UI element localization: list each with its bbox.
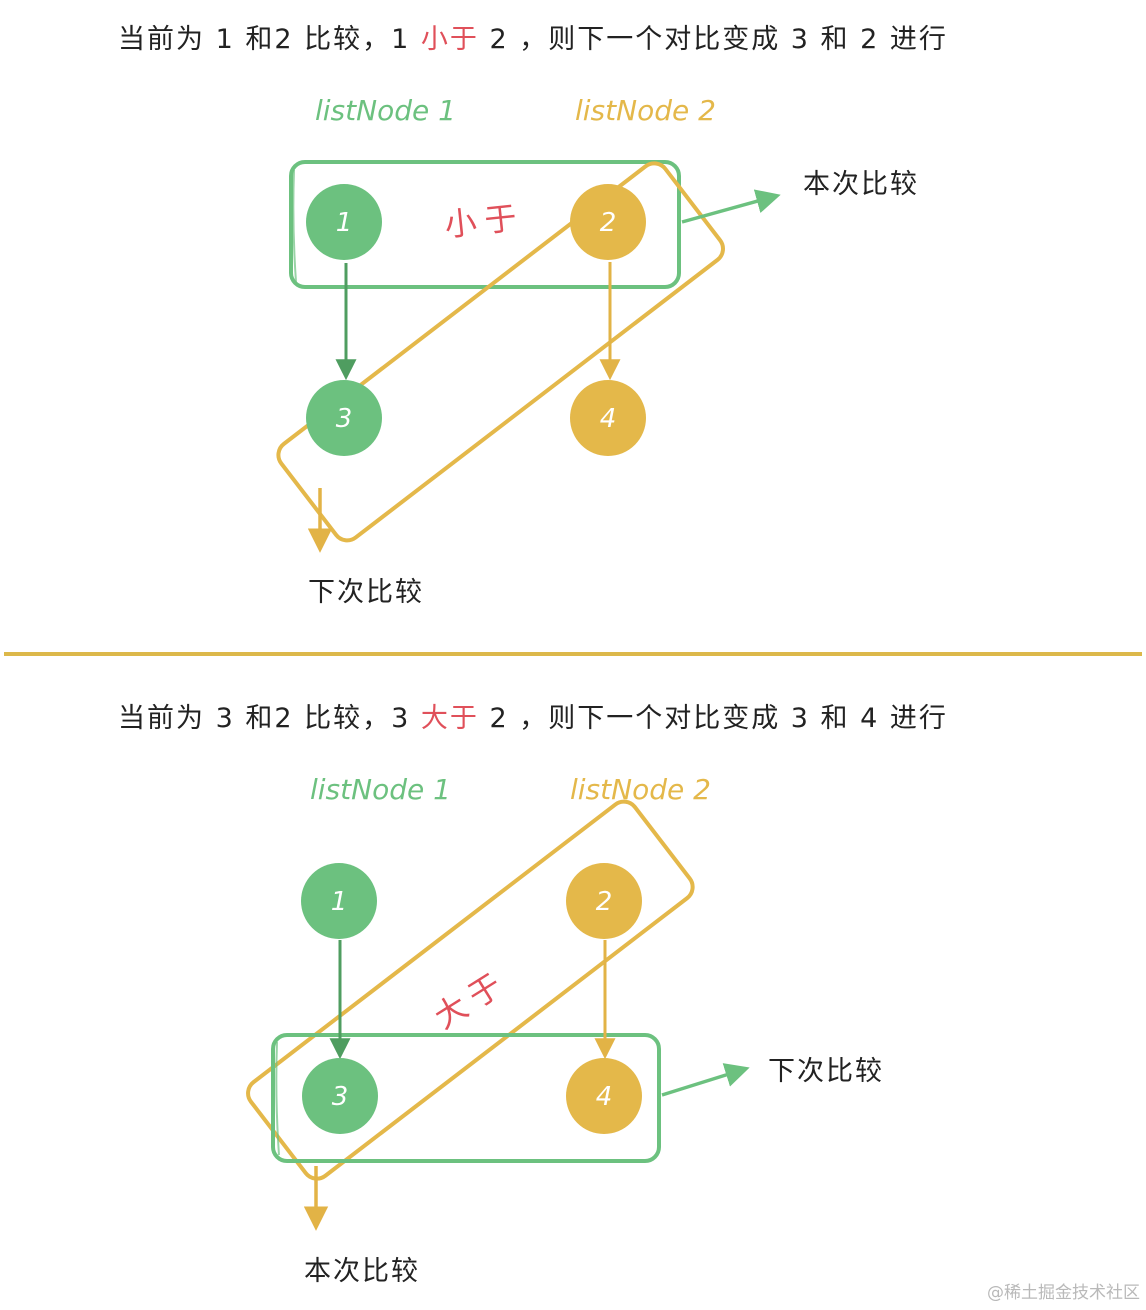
panel2-next-pointer [661, 1063, 750, 1097]
panel2-node-4: 4 [566, 1058, 642, 1134]
panel1-current-label: 本次比较 [803, 169, 919, 200]
svg-text:4: 4 [600, 404, 617, 434]
panel2-node-2: 2 [566, 863, 642, 939]
watermark: @稀土掘金技术社区 [987, 1283, 1140, 1303]
panel2-list2-label: listNode 2 [570, 773, 711, 806]
panel-1: 当前为 1 和2 比较，1 小于 2 ，则下一个对比变成 3 和 2 进行 li… [118, 24, 948, 608]
panel2-relation-label: 大于 [427, 962, 515, 1037]
panel1-node-1: 1 [306, 184, 382, 260]
svg-text:4: 4 [596, 1082, 613, 1112]
svg-text:1: 1 [331, 887, 348, 917]
panel1-node-2: 2 [570, 184, 646, 260]
panel1-relation-label: 小于 [443, 198, 527, 244]
panel1-current-pointer [681, 189, 781, 224]
svg-text:3: 3 [332, 1082, 349, 1112]
panel2-next-compare-box [271, 1033, 661, 1163]
svg-text:1: 1 [336, 208, 353, 238]
panel-2: 当前为 3 和2 比较，3 大于 2 ，则下一个对比变成 3 和 4 进行 li… [118, 703, 948, 1287]
svg-text:3: 3 [336, 404, 353, 434]
panel1-list2-label: listNode 2 [575, 94, 716, 127]
panel2-next-label: 下次比较 [768, 1056, 884, 1087]
panel2-node-1: 1 [301, 863, 377, 939]
panel1-list1-label: listNode 1 [315, 94, 456, 127]
panel1-node-4: 4 [570, 380, 646, 456]
panel2-node-3: 3 [302, 1058, 378, 1134]
svg-text:2: 2 [600, 208, 617, 238]
panel1-next-compare-box [276, 161, 725, 543]
panel1-current-compare-box [289, 160, 681, 289]
svg-text:2: 2 [596, 887, 613, 917]
panel2-current-label: 本次比较 [304, 1256, 420, 1287]
panel2-list1-label: listNode 1 [310, 773, 451, 806]
panel1-caption: 当前为 1 和2 比较，1 小于 2 ，则下一个对比变成 3 和 2 进行 [118, 24, 948, 55]
panel1-node-3: 3 [306, 380, 382, 456]
panel2-caption: 当前为 3 和2 比较，3 大于 2 ，则下一个对比变成 3 和 4 进行 [118, 703, 948, 734]
panel1-next-label: 下次比较 [308, 577, 424, 608]
